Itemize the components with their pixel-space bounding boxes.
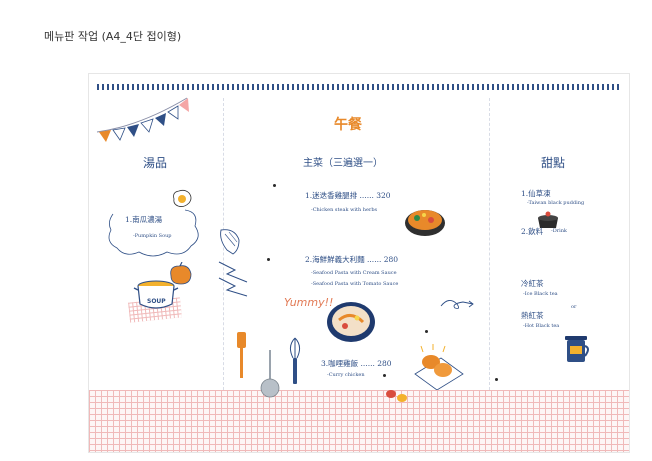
swirl-arrow-icon bbox=[440, 300, 474, 309]
dot-decoration bbox=[495, 378, 498, 381]
drink-cold: 冷紅茶 bbox=[521, 279, 544, 288]
sauce-cups bbox=[386, 390, 407, 402]
cloud-frame bbox=[108, 209, 199, 257]
drink-item: 2.飲料 bbox=[521, 227, 544, 236]
grid-tablecloth bbox=[89, 390, 629, 452]
drink-hot: 熱紅茶 bbox=[521, 311, 544, 320]
soup-heading: 湯品 bbox=[143, 156, 168, 170]
menu-canvas: 湯品 1.南瓜濃湯 -Pumpkin Soup SOUP 午餐 主菜（三遍選一）… bbox=[88, 73, 630, 453]
lunch-heading: 午餐 bbox=[334, 117, 362, 133]
main-item-3-sub: -Curry chicken bbox=[327, 372, 365, 378]
drink-item-sub: -Drink bbox=[551, 228, 567, 234]
soup-bowl-label: SOUP bbox=[147, 298, 166, 305]
dot-decoration bbox=[267, 258, 270, 261]
main-item-2: 2.海鮮鮮義大利麵 ...... 280 bbox=[305, 255, 399, 264]
pasta-plate-icon bbox=[327, 302, 375, 342]
main-item-3: 3.咖哩雞飯 ...... 280 bbox=[321, 359, 392, 368]
main-course-heading: 主菜（三遍選一） bbox=[303, 158, 383, 169]
dessert-heading: 甜點 bbox=[541, 156, 566, 170]
dot-decoration bbox=[273, 184, 276, 187]
drink-hot-sub: -Hot Black tea bbox=[523, 323, 560, 329]
fried-egg-icon bbox=[173, 189, 192, 207]
main-item-1-sub: -Chicken steak with herbs bbox=[311, 207, 378, 213]
arrow-icon bbox=[218, 261, 248, 297]
main-item-2-sub2: -Seafood Pasta with Tomato Sauce bbox=[311, 281, 399, 287]
pudding-icon bbox=[538, 211, 558, 228]
fish-icon bbox=[220, 229, 240, 255]
soup-item-1-sub: -Pumpkin Soup bbox=[133, 233, 172, 239]
whisk-icon bbox=[289, 337, 301, 384]
main-item-1: 1.迷迭香雞腿排 ...... 320 bbox=[305, 191, 391, 200]
drink-or: or bbox=[571, 304, 577, 310]
dessert-item-1-sub: -Taiwan black pudding bbox=[527, 200, 585, 206]
top-stripe bbox=[97, 84, 621, 90]
seafood-pan-icon bbox=[405, 210, 445, 236]
dessert-item-1: 1.仙草凍 bbox=[521, 189, 551, 198]
column-divider-right bbox=[489, 98, 490, 390]
bunting-icon bbox=[96, 97, 189, 142]
soup-pot-icon bbox=[133, 280, 179, 309]
drink-cold-sub: -Ice Black tea bbox=[523, 291, 558, 297]
page-title: 메뉴판 작업 (A4_4단 접이형) bbox=[44, 30, 182, 43]
dot-decoration bbox=[425, 330, 428, 333]
fried-chicken-icon bbox=[414, 344, 464, 390]
spatula-icon bbox=[237, 332, 246, 378]
pumpkin-icon bbox=[170, 262, 192, 285]
soup-item-1: 1.南瓜濃湯 bbox=[125, 215, 163, 224]
yummy-label: Yummy!! bbox=[284, 296, 334, 309]
dot-decoration bbox=[383, 374, 386, 377]
tea-cup-icon bbox=[565, 336, 589, 362]
main-item-2-sub1: -Seafood Pasta with Cream Sauce bbox=[311, 270, 397, 276]
ladle-icon bbox=[260, 350, 280, 398]
